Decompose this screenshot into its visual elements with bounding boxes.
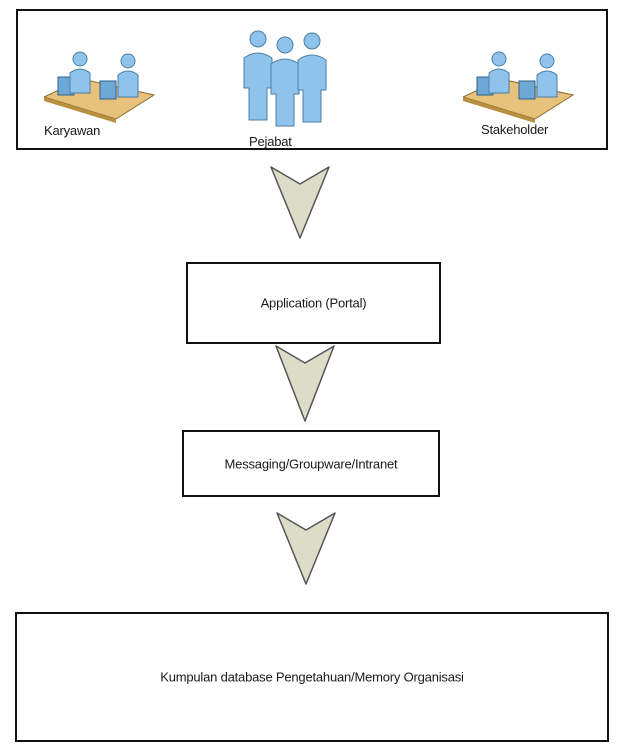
users-box: Karyawan Pejabat Stakeholder <box>16 9 608 150</box>
actor-label-stakeholder: Stakeholder <box>481 122 549 137</box>
down-arrow-icon <box>276 512 336 585</box>
group-of-people-icon <box>243 30 327 127</box>
down-arrow-icon <box>275 345 335 422</box>
application-box: Application (Portal) <box>186 262 441 344</box>
down-arrow-icon <box>270 166 330 239</box>
database-label: Kumpulan database Pengetahuan/Memory Org… <box>160 669 464 685</box>
actor-label-karyawan: Karyawan <box>44 123 101 138</box>
messaging-box: Messaging/Groupware/Intranet <box>182 430 440 497</box>
database-box: Kumpulan database Pengetahuan/Memory Org… <box>15 612 609 742</box>
application-label: Application (Portal) <box>260 295 367 311</box>
messaging-label: Messaging/Groupware/Intranet <box>224 456 398 471</box>
workstation-users-icon <box>463 51 575 123</box>
workstation-users-icon <box>44 51 156 123</box>
actor-label-pejabat: Pejabat <box>249 134 292 149</box>
